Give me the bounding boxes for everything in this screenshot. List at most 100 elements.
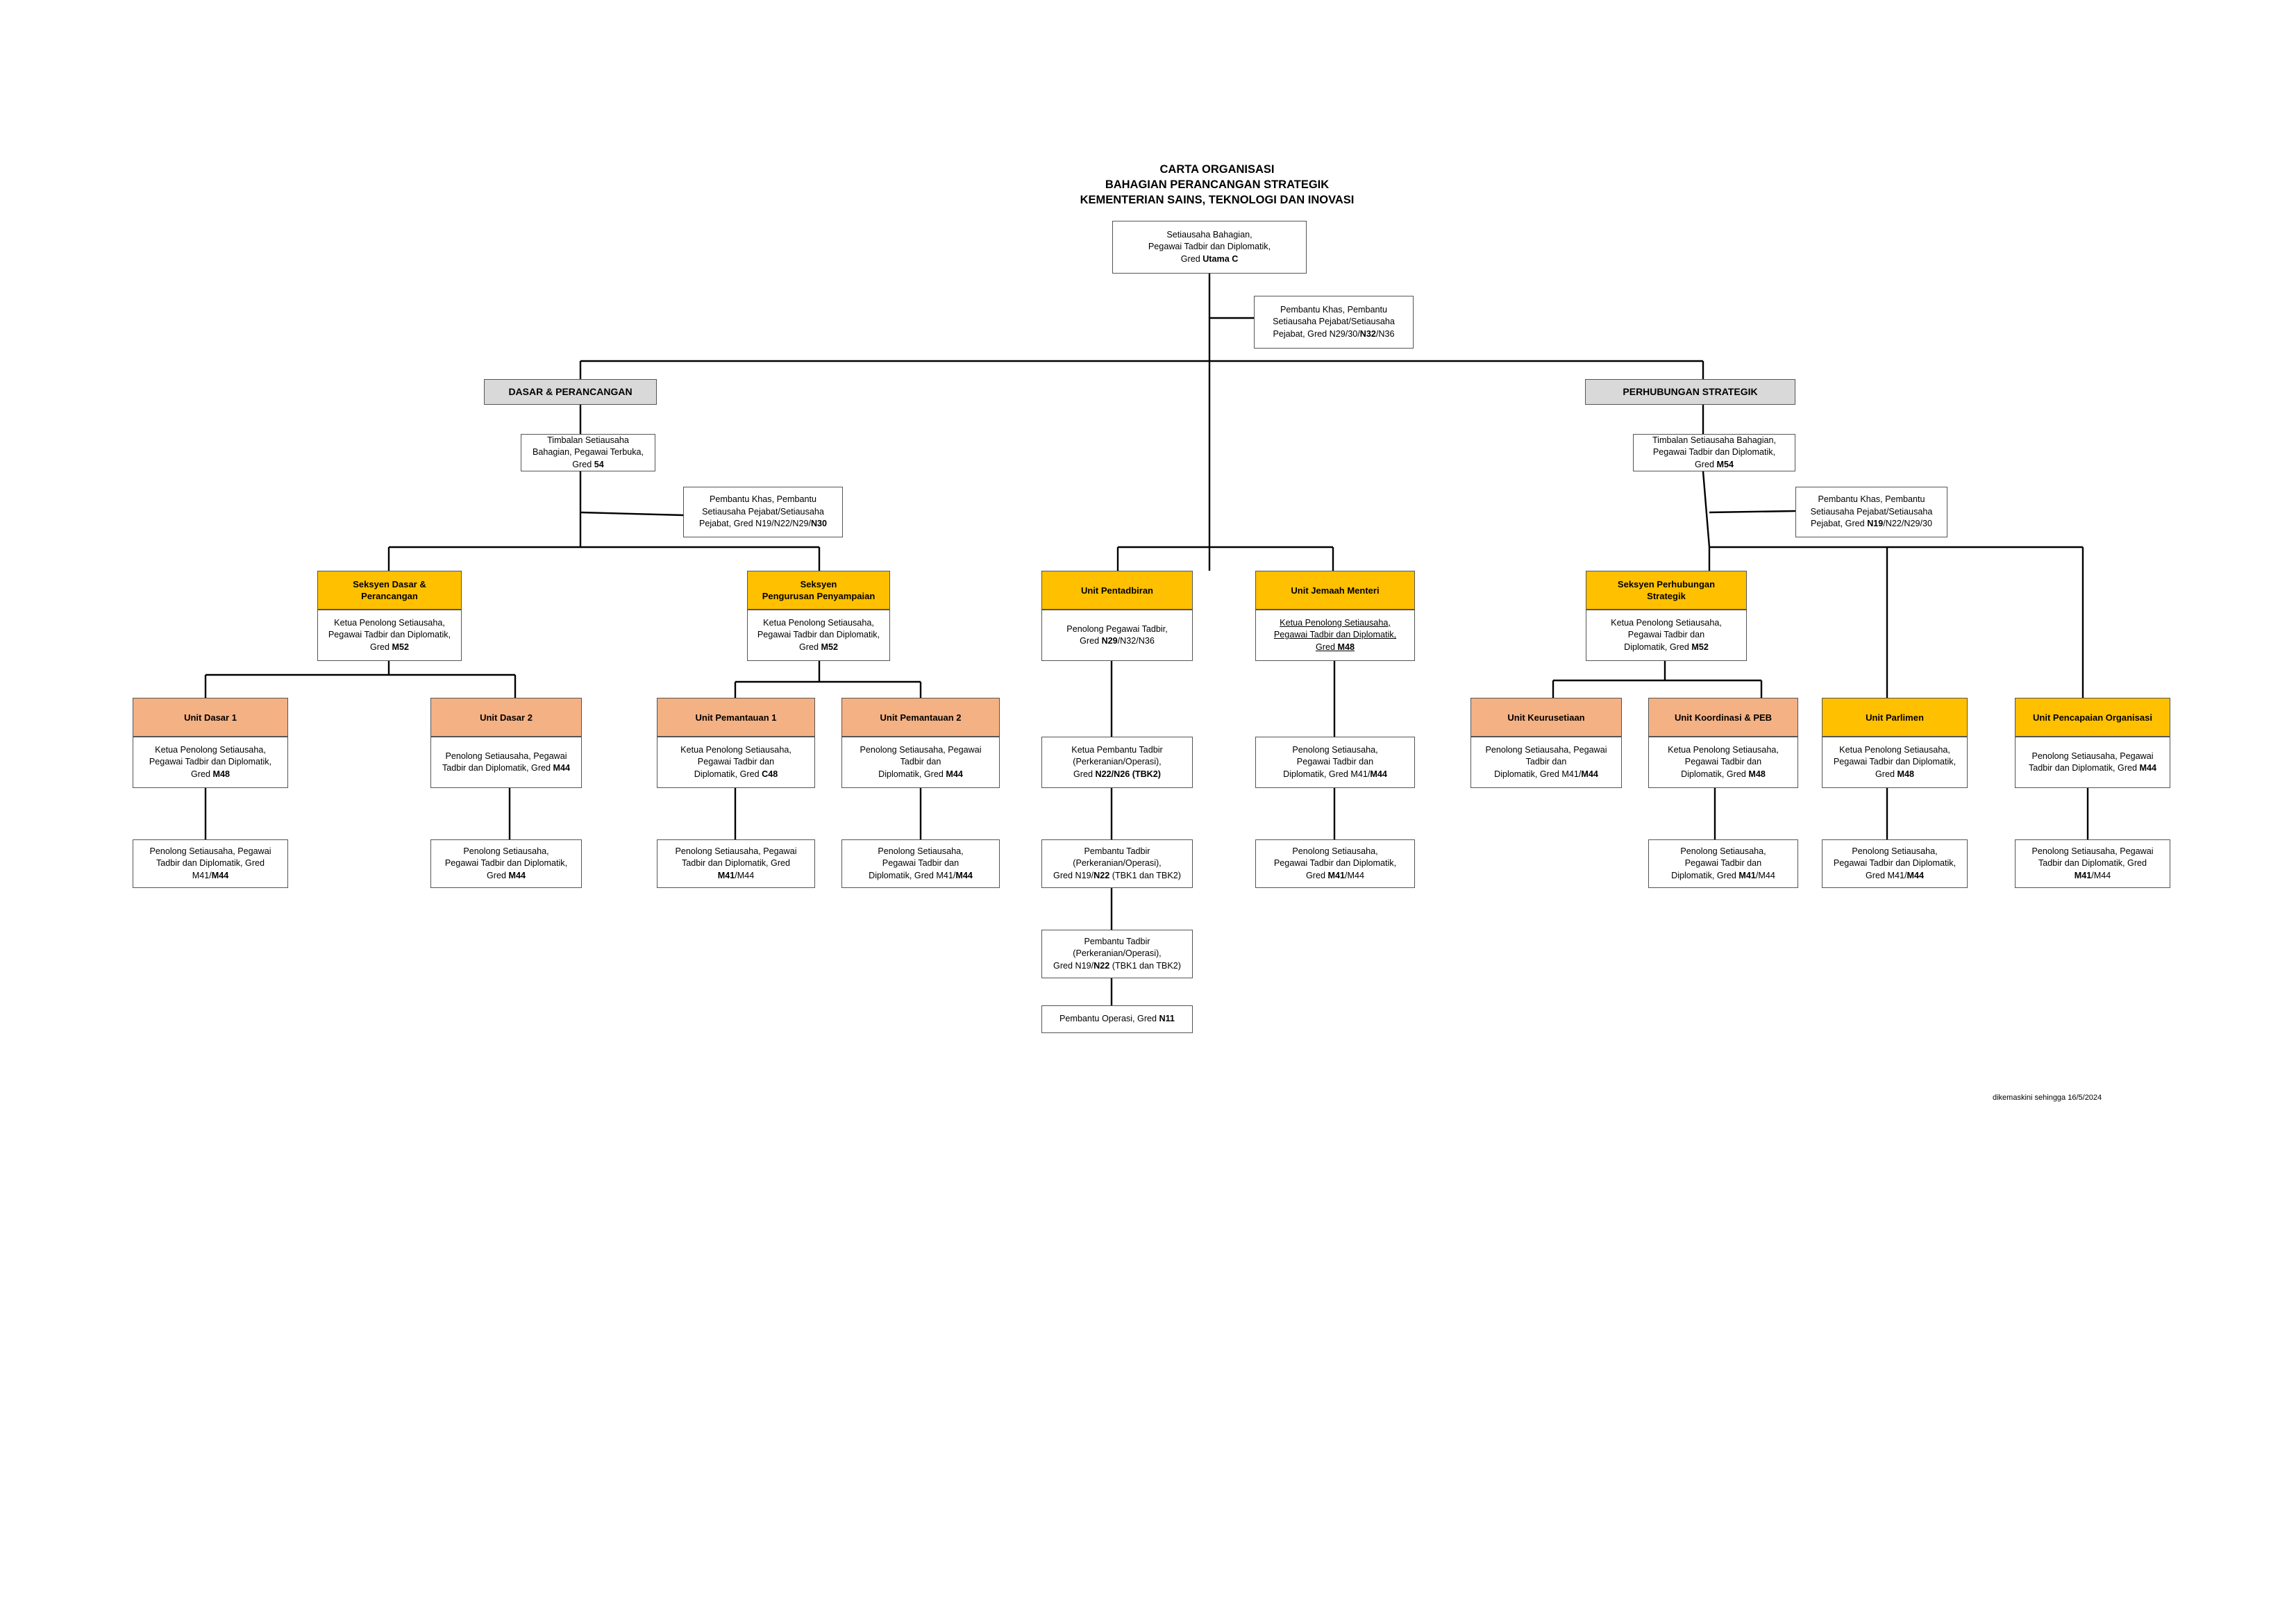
unit-pentadbiran-clerk-box-2: Pembantu Tadbir(Perkeranian/Operasi),Gre… bbox=[1041, 930, 1193, 978]
unit-pentadbiran-chief-clerk-box: Ketua Pembantu Tadbir (Perkeranian/Operas… bbox=[1041, 737, 1193, 788]
text-line: Tadbir dan bbox=[900, 757, 941, 767]
text-line: Unit Pencapaian Organisasi bbox=[2033, 712, 2152, 723]
text-line: Pegawai Tadbir dan bbox=[1684, 858, 1762, 869]
unit-dasar-1-box: Ketua Penolong Setiausaha,Pegawai Tadbir… bbox=[133, 737, 288, 788]
text-line: Gred M52 bbox=[799, 642, 838, 652]
text-line: Unit Jemaah Menteri bbox=[1291, 585, 1380, 596]
text-line: Unit Dasar 1 bbox=[184, 712, 237, 723]
text-line: Pegawai Tadbir dan bbox=[1684, 757, 1762, 767]
text-line: PERHUBUNGAN STRATEGIK bbox=[1623, 386, 1758, 397]
text-line: Diplomatik, Gred M52 bbox=[1624, 642, 1709, 652]
text-line: Pegawai Tadbir dan bbox=[1627, 630, 1705, 640]
text-line: M41/M44 bbox=[2074, 870, 2111, 880]
text-line: Unit Keurusetiaan bbox=[1507, 712, 1585, 723]
text-line: Pembantu Khas, Pembantu bbox=[1818, 494, 1925, 505]
text-line: Pegawai Tadbir dan Diplomatik, bbox=[444, 858, 568, 869]
unit-parlimen-box: Ketua Penolong Setiausaha,Pegawai Tadbir… bbox=[1822, 737, 1968, 788]
text-line: Diplomatik, Gred M48 bbox=[1681, 769, 1766, 779]
text-line: M41/M44 bbox=[717, 870, 755, 880]
text-line: Tadbir dan bbox=[1525, 757, 1567, 767]
text-line: Setiausaha Pejabat/Setiausaha bbox=[1810, 506, 1933, 517]
text-line: Pembantu Khas, Pembantu bbox=[709, 494, 817, 505]
text-line: Pejabat, Gred N19/N22/N29/N30 bbox=[698, 519, 828, 529]
chart-subtitle-ministry: KEMENTERIAN SAINS, TEKNOLOGI DAN INOVASI bbox=[1080, 194, 1355, 206]
unit-jemaah-menteri-header: Unit Jemaah Menteri bbox=[1255, 571, 1415, 610]
text-line: Pegawai Tadbir dan bbox=[697, 757, 775, 767]
text-line: Pegawai Tadbir dan Diplomatik, bbox=[1148, 242, 1271, 252]
text-line: Penolong Setiausaha, Pegawai bbox=[149, 846, 271, 856]
unit-pentadbiran-header: Unit Pentadbiran bbox=[1041, 571, 1193, 610]
text-line: Ketua Penolong Setiausaha, bbox=[1611, 617, 1722, 628]
chart-title: CARTA ORGANISASI bbox=[1159, 163, 1275, 176]
text-line: Gred M48 bbox=[1875, 769, 1914, 779]
seksyen-dasar-perancangan-box: Ketua Penolong Setiausaha,Pegawai Tadbir… bbox=[317, 610, 462, 661]
unit-parlimen-header: Unit Parlimen bbox=[1822, 698, 1968, 737]
unit-koordinasi-peb-header: Unit Koordinasi & PEB bbox=[1648, 698, 1798, 737]
text-line: Penolong Setiausaha, bbox=[878, 846, 964, 856]
text-line: Unit Pemantauan 1 bbox=[695, 712, 777, 723]
text-line: Pegawai Tadbir dan Diplomatik, bbox=[1652, 447, 1776, 458]
connector-line bbox=[580, 511, 684, 517]
text-line: Gred M48 bbox=[191, 769, 230, 779]
text-line: Tadbir dan Diplomatik, Gred M44 bbox=[2028, 763, 2157, 773]
text-line: Pegawai Tadbir dan Diplomatik, bbox=[1273, 630, 1397, 640]
text-line: Unit Koordinasi & PEB bbox=[1674, 712, 1773, 723]
text-line: Unit Pemantauan 2 bbox=[880, 712, 962, 723]
text-line: Penolong Setiausaha, Pegawai bbox=[2031, 751, 2154, 761]
text-line: DASAR & PERANCANGAN bbox=[508, 386, 632, 397]
text-line: (Perkeranian/Operasi), bbox=[1073, 757, 1162, 767]
text-line: Pembantu Khas, Pembantu bbox=[1280, 304, 1388, 315]
unit-jemaah-menteri-box: Ketua Penolong Setiausaha, Pegawai Tadbir… bbox=[1255, 610, 1415, 661]
text-line: Unit Parlimen bbox=[1866, 712, 1924, 723]
unit-pemantauan-2-header: Unit Pemantauan 2 bbox=[841, 698, 1000, 737]
text-line: Penolong Setiausaha, Pegawai bbox=[2031, 846, 2154, 856]
text-line: Pejabat, Gred N19/N22/N29/30 bbox=[1810, 519, 1933, 529]
text-line: Ketua Pembantu Tadbir bbox=[1071, 744, 1163, 755]
text-line: Pengurusan Penyampaian bbox=[762, 591, 875, 601]
text-line: Setiausaha Pejabat/Setiausaha bbox=[702, 506, 824, 517]
seksyen-perhubungan-strategik-box: Ketua Penolong Setiausaha, Pegawai Tadbir… bbox=[1586, 610, 1747, 661]
connector-line bbox=[1709, 510, 1796, 514]
text-line: Ketua Penolong Setiausaha, bbox=[1280, 617, 1391, 628]
text-line: Penolong Pegawai Tadbir, bbox=[1066, 623, 1168, 634]
unit-pemantauan-1-header: Unit Pemantauan 1 bbox=[657, 698, 815, 737]
text-line: Pembantu Operasi, Gred N11 bbox=[1059, 1014, 1175, 1024]
unit-pencapaian-organisasi-header: Unit Pencapaian Organisasi bbox=[2015, 698, 2170, 737]
text-line: Ketua Penolong Setiausaha, bbox=[334, 617, 445, 628]
text-line: Pegawai Tadbir dan bbox=[1296, 757, 1374, 767]
hubungan-deputy-secretary-box: Timbalan Setiausaha Bahagian,Pegawai Tad… bbox=[1633, 434, 1795, 471]
division-header-dasar-perancangan: DASAR & PERANCANGAN bbox=[484, 379, 657, 405]
text-line: Gred N19/N22 (TBK1 dan TBK2) bbox=[1053, 960, 1181, 971]
text-line: Pegawai Tadbir dan Diplomatik, bbox=[1273, 858, 1397, 869]
secretary-division-box: Setiausaha Bahagian,Pegawai Tadbir dan D… bbox=[1112, 221, 1307, 274]
unit-jemaah-menteri-assistant-box-2: Penolong Setiausaha,Pegawai Tadbir dan D… bbox=[1255, 839, 1415, 888]
text-line: Tadbir dan Diplomatik, Gred bbox=[2038, 858, 2147, 869]
text-line: Tadbir dan Diplomatik, Gred bbox=[681, 858, 791, 869]
text-line: Gred M41/M44 bbox=[1306, 870, 1364, 880]
text-line: Penolong Setiausaha, Pegawai bbox=[1485, 744, 1607, 755]
text-line: Diplomatik, Gred M41/M44 bbox=[1671, 870, 1775, 880]
text-line: Seksyen Perhubungan bbox=[1617, 579, 1716, 589]
text-line: Diplomatik, Gred M41/M44 bbox=[1283, 769, 1387, 779]
text-line: Pembantu Tadbir bbox=[1084, 846, 1150, 856]
unit-koordinasi-peb-box: Ketua Penolong Setiausaha,Pegawai Tadbir… bbox=[1648, 737, 1798, 788]
text-line: Gred M44 bbox=[487, 870, 526, 880]
text-line: Gred 54 bbox=[572, 459, 604, 469]
text-line: Penolong Setiausaha, bbox=[1680, 846, 1766, 856]
text-line: Diplomatik, Gred M44 bbox=[878, 769, 963, 779]
division-header-perhubungan-strategik: PERHUBUNGAN STRATEGIK bbox=[1585, 379, 1795, 405]
text-line: Timbalan Setiausaha bbox=[547, 435, 629, 445]
text-line: Pegawai Tadbir dan Diplomatik, bbox=[149, 757, 272, 767]
text-line: Penolong Setiausaha, Pegawai bbox=[675, 846, 797, 856]
updated-date-note: dikemaskini sehingga 16/5/2024 bbox=[1993, 1094, 2102, 1102]
text-line: Diplomatik, Gred C48 bbox=[694, 769, 778, 779]
text-line: Penolong Setiausaha, Pegawai bbox=[860, 744, 982, 755]
text-line: Unit Pentadbiran bbox=[1080, 585, 1153, 596]
chart-subtitle-division: BAHAGIAN PERANCANGAN STRATEGIK bbox=[1105, 178, 1330, 191]
text-line: M41/M44 bbox=[192, 870, 229, 880]
